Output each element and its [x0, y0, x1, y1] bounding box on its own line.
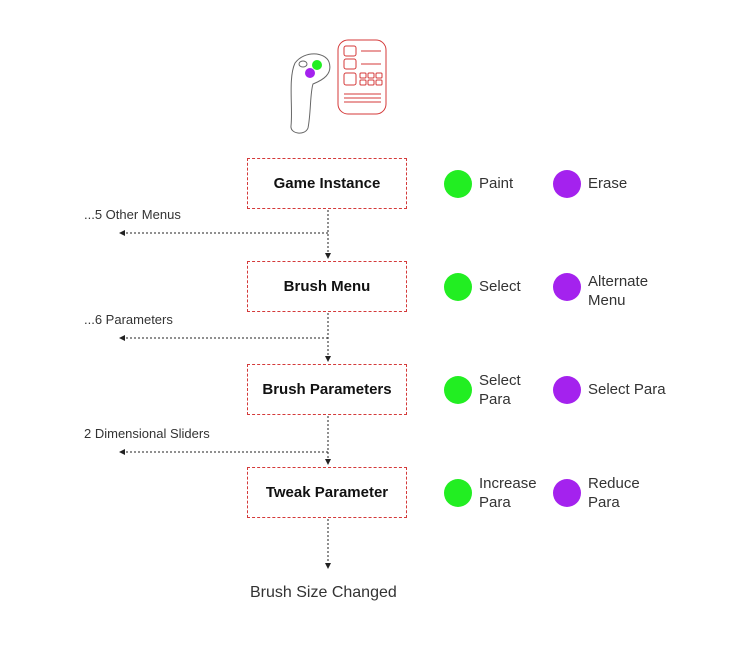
side-label-other-menus: ...5 Other Menus [84, 207, 181, 222]
menu-panel-icon [337, 39, 387, 115]
green-action-label: Select Para [479, 372, 521, 408]
purple-action-label: Select Para [588, 381, 666, 398]
purple-button-icon [553, 170, 581, 198]
purple-button-icon [553, 376, 581, 404]
green-button-icon [444, 376, 472, 404]
side-label-parameters: ...6 Parameters [84, 312, 173, 327]
step-game-instance: Game Instance [247, 158, 407, 209]
purple-action-label: Reduce Para [588, 475, 640, 511]
vr-controller-icon [290, 39, 387, 134]
purple-button-icon [553, 273, 581, 301]
purple-action-label: Alternate Menu [588, 273, 649, 309]
purple-action-label: Erase [588, 175, 628, 192]
green-button-icon [444, 479, 472, 507]
green-action-label: Increase Para [479, 475, 537, 511]
step-tweak-parameter: Tweak Parameter [247, 467, 407, 518]
step-brush-menu: Brush Menu [247, 261, 407, 312]
purple-button-icon [553, 479, 581, 507]
step-brush-parameters: Brush Parameters [247, 364, 407, 415]
green-action-label: Paint [479, 175, 514, 192]
green-action-label: Select [479, 278, 521, 295]
green-button-icon [444, 170, 472, 198]
green-button-icon [444, 273, 472, 301]
side-label-sliders: 2 Dimensional Sliders [84, 426, 210, 441]
result-label: Brush Size Changed [250, 584, 397, 601]
